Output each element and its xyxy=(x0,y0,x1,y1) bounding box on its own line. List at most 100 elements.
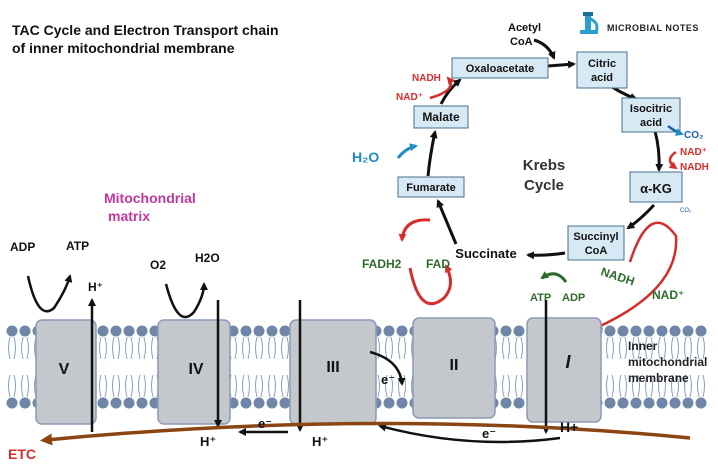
lipid-head xyxy=(617,397,629,409)
lipid-tail xyxy=(242,336,250,360)
adp-krebs-label: ADP xyxy=(562,292,585,304)
lipid-tail xyxy=(684,336,692,360)
diagram-title-line2: of inner mitochondrial membrane xyxy=(12,40,235,56)
co2-label: CO₂ xyxy=(684,130,703,141)
complex-iii-label: III xyxy=(326,359,339,376)
complex-iv-label: IV xyxy=(188,361,203,378)
lipid-head xyxy=(396,397,408,409)
lipid-head xyxy=(695,325,707,337)
lipid-tail xyxy=(138,336,146,360)
microscope-logo-icon xyxy=(580,12,599,34)
node-citric-acid: Citric acid xyxy=(576,51,628,89)
node-alpha-kg-label: α-KG xyxy=(640,181,672,196)
node-isocitric-label-1: Isocitric xyxy=(630,103,672,115)
membrane-label-2: mitochondrial xyxy=(628,355,707,369)
node-alpha-kg: α-KG xyxy=(629,171,683,203)
node-succinyl-coa: Succinyl CoA xyxy=(567,225,625,261)
logo-text: MICROBIAL NOTES xyxy=(607,23,699,33)
node-fumarate: Fumarate xyxy=(397,176,465,198)
e-minus-i-label: e⁻ xyxy=(482,426,496,441)
lipid-head xyxy=(513,325,525,337)
lipid-tail xyxy=(502,374,510,398)
lipid-tail xyxy=(398,336,406,360)
matrix-label-line1: Mitochondrial xyxy=(104,190,196,206)
nadh-succinyl-label: NADH xyxy=(599,265,636,289)
lipid-tail xyxy=(385,336,393,360)
node-isocitric-label-2: acid xyxy=(640,117,662,129)
lipid-head xyxy=(604,325,616,337)
lipid-tail xyxy=(99,336,107,360)
lipid-head xyxy=(97,325,109,337)
lipid-tail xyxy=(619,374,627,398)
adp-label: ADP xyxy=(10,240,35,254)
lipid-head xyxy=(240,397,252,409)
nadh-to-complex-i-arrow xyxy=(594,221,678,330)
lipid-tail xyxy=(242,374,250,398)
lipid-head xyxy=(136,397,148,409)
node-malate-label: Malate xyxy=(422,110,460,124)
o2-label: O2 xyxy=(150,258,166,272)
lipid-head xyxy=(266,397,278,409)
h2o-etc-label: H2O xyxy=(195,251,220,265)
nadh-malate-label: NADH xyxy=(412,73,441,84)
etc-label: ETC xyxy=(8,446,36,462)
lipid-head xyxy=(656,325,668,337)
lipid-head xyxy=(266,325,278,337)
lipid-head xyxy=(656,397,668,409)
lipid-tail xyxy=(619,336,627,360)
lipid-head xyxy=(604,397,616,409)
lipid-tail xyxy=(645,336,653,360)
membrane-label-1: Inner xyxy=(628,339,658,353)
lipid-head xyxy=(383,397,395,409)
h2o-label: H₂O xyxy=(352,149,379,165)
node-malate: Malate xyxy=(413,105,469,129)
h-plus-iv-label: H⁺ xyxy=(200,434,216,449)
complex-v: V xyxy=(35,319,97,425)
lipid-tail xyxy=(515,336,523,360)
h-plus-i-label: H+ xyxy=(560,419,578,435)
lipid-tail xyxy=(684,374,692,398)
lipid-tail xyxy=(606,336,614,360)
complex-ii-label: II xyxy=(450,357,459,374)
lipid-tail xyxy=(8,374,16,398)
lipid-head xyxy=(682,325,694,337)
lipid-tail xyxy=(606,374,614,398)
lipid-tail xyxy=(632,374,640,398)
lipid-head xyxy=(617,325,629,337)
lipid-tail xyxy=(125,374,133,398)
fadh2-label: FADH2 xyxy=(362,257,402,271)
fad-label: FAD xyxy=(426,257,450,271)
h-plus-v-label: H⁺ xyxy=(88,280,103,294)
lipid-head xyxy=(240,325,252,337)
atp-label: ATP xyxy=(66,239,89,253)
lipid-tail xyxy=(281,336,289,360)
nadh-isocitric-label: NADH xyxy=(680,162,709,173)
complex-i: I xyxy=(526,317,602,423)
lipid-head xyxy=(500,397,512,409)
lipid-head xyxy=(253,397,265,409)
lipid-head xyxy=(123,325,135,337)
lipid-head xyxy=(279,397,291,409)
h2o-arrow xyxy=(396,143,418,159)
acetyl-coa-label-1: Acetyl xyxy=(508,22,541,34)
lipid-head xyxy=(513,397,525,409)
node-oxaloacetate: Oxaloacetate xyxy=(451,57,549,79)
lipid-head xyxy=(643,325,655,337)
lipid-tail xyxy=(268,336,276,360)
lipid-head xyxy=(500,325,512,337)
lipid-head xyxy=(97,397,109,409)
acetyl-coa-label-2: CoA xyxy=(510,36,533,48)
nad-malate-label: NAD⁺ xyxy=(396,92,423,103)
fadh2-release-arrow xyxy=(398,218,431,242)
lipid-tail xyxy=(125,336,133,360)
co2-release-arrow xyxy=(667,124,684,136)
atp-synthesis-arrow xyxy=(540,271,568,283)
node-fumarate-label: Fumarate xyxy=(406,182,456,194)
lipid-tail xyxy=(255,374,263,398)
lipid-tail xyxy=(515,374,523,398)
node-citric-label-1: Citric xyxy=(588,58,616,70)
lipid-tail xyxy=(138,374,146,398)
lipid-tail xyxy=(112,374,120,398)
complex-ii: II xyxy=(412,317,496,419)
